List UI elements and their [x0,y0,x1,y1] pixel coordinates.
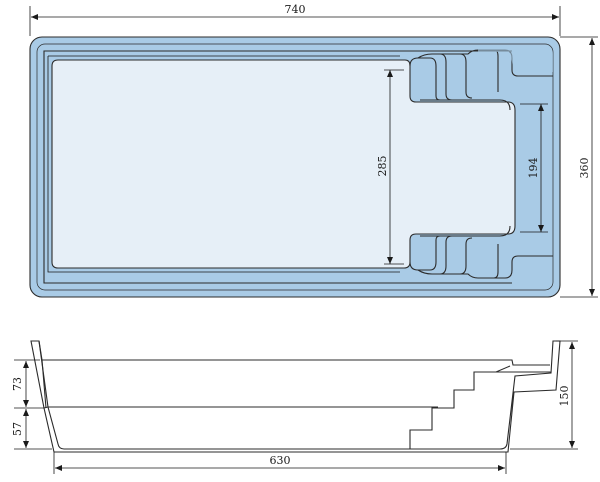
shallow-shelf [43,406,438,409]
inner-length-label: 285 [376,156,389,177]
bottom-length-label: 630 [270,454,291,467]
plan-view: 194 285 740 360 [29,3,598,298]
section-staircase [409,365,511,449]
step-width-label: 194 [527,158,540,179]
bottom-staircase [409,225,553,279]
pool-basin [51,59,516,269]
overall-width-label: 360 [578,158,591,179]
rim-line-1 [36,43,554,291]
rim-line-2 [43,50,512,284]
shallow-depth-label: 73 [11,377,24,391]
top-step-panel [478,46,553,72]
overall-length-label: 740 [285,3,306,16]
section-view: 73 57 150 630 [11,340,578,474]
pool-shell-outline [30,340,561,453]
rim-line [42,359,550,366]
basin-contour [47,55,400,273]
total-depth-label: 150 [558,386,571,407]
deep-step-label: 57 [11,422,24,436]
